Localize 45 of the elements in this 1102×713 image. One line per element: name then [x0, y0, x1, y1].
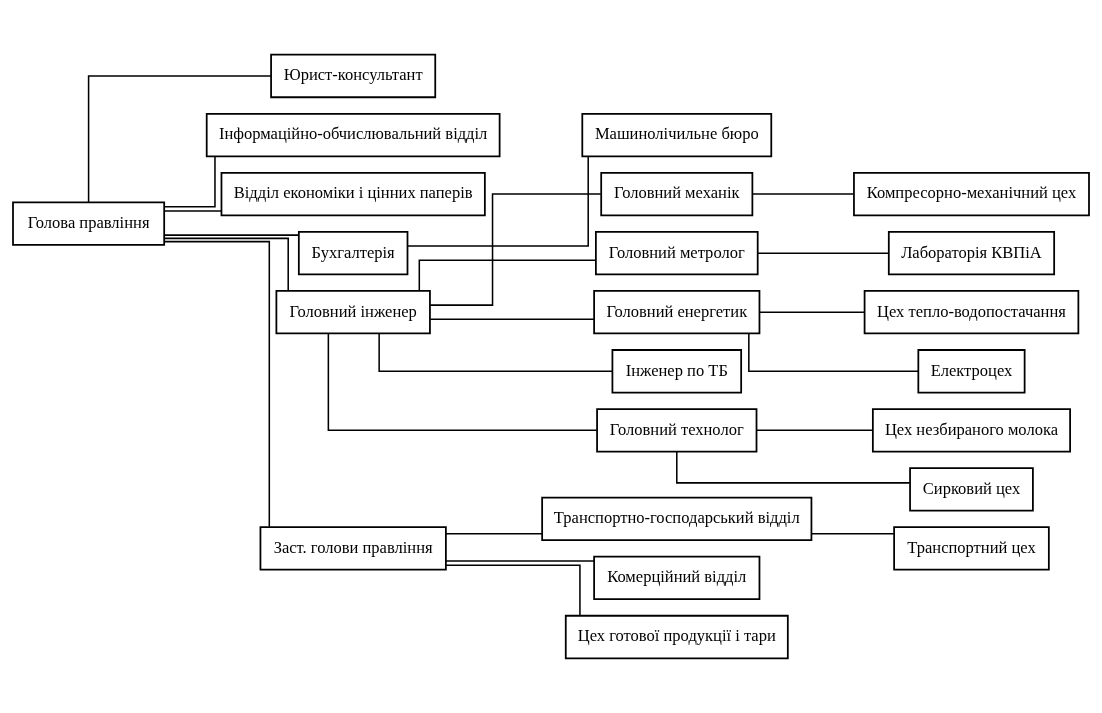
connector: [758, 311, 866, 313]
connector: [163, 210, 223, 212]
node-box: Компресорно-механічний цех: [853, 171, 1090, 217]
node-box: Інженер по ТБ: [611, 349, 743, 394]
node-box: Головний енергетик: [593, 290, 761, 335]
node-box: Відділ економіки і цінних паперів: [220, 171, 486, 217]
connector: [755, 429, 874, 432]
node-box: Електроцех: [917, 349, 1026, 394]
connector: [748, 332, 919, 373]
node-box: Машинолічильне бюро: [581, 112, 773, 158]
connector: [676, 450, 911, 484]
connector: [810, 532, 895, 535]
connector: [163, 240, 271, 528]
node-box: Цех готової продукції і тари: [564, 614, 789, 660]
node-box: Цех незбираного молока: [871, 408, 1071, 453]
node-box: Заст. голови правління: [259, 526, 447, 571]
connector: [756, 252, 890, 254]
node-box: Голова правління: [12, 201, 166, 246]
node-box: Бухгалтерія: [297, 231, 409, 276]
connector: [406, 155, 589, 247]
node-box: Головний метролог: [595, 231, 759, 276]
node-box: Комерційний відділ: [593, 555, 761, 601]
connector: [429, 318, 595, 321]
connector: [163, 237, 289, 292]
connector: [163, 234, 300, 236]
connector: [327, 333, 598, 432]
node-box: Головний технолог: [596, 408, 758, 453]
node-box: Юрист-консультант: [270, 53, 437, 99]
node-box: Транспортний цех: [893, 526, 1050, 571]
connector: [751, 193, 855, 195]
node-box: Сирковий цех: [909, 467, 1034, 512]
node-box: Лабораторія КВПіА: [887, 231, 1056, 276]
connector: [163, 155, 216, 208]
connector: [87, 75, 272, 203]
connector: [429, 193, 602, 306]
connector: [445, 532, 543, 535]
node-box: Інформаційно-обчислювальний відділ: [205, 112, 501, 158]
connector: [378, 332, 613, 373]
connector: [418, 259, 597, 292]
node-box: Транспортно-господарський відділ: [541, 496, 813, 542]
node-box: Головний механік: [600, 171, 754, 217]
node-box: Цех тепло-водопостачання: [863, 290, 1080, 335]
node-box: Головний інженер: [275, 290, 431, 335]
connector: [445, 564, 581, 617]
connector: [445, 560, 595, 562]
